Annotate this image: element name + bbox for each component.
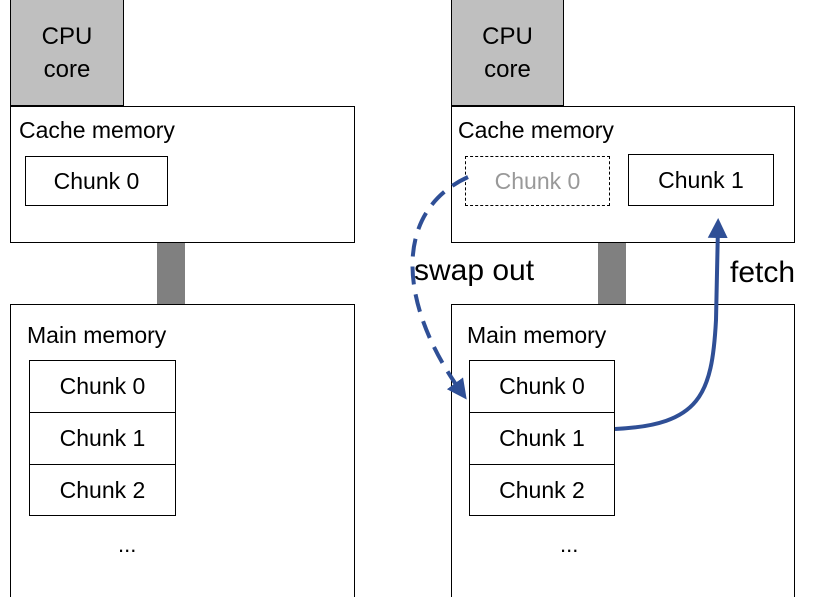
fetch-label: fetch xyxy=(730,256,796,289)
left-main-label: Main memory xyxy=(27,322,167,348)
left-main-chunk-2: Chunk 2 xyxy=(29,464,176,516)
right-cpu-label-line2: core xyxy=(484,55,531,83)
right-memory-bus xyxy=(598,243,626,304)
right-cpu-core: CPU core xyxy=(451,0,564,106)
right-main-chunk-2: Chunk 2 xyxy=(469,464,615,516)
left-cpu-label-line2: core xyxy=(43,55,91,83)
fetch-arrow xyxy=(614,218,728,431)
right-cache-chunk-evicted: Chunk 0 xyxy=(465,156,610,206)
left-memory-bus xyxy=(157,243,185,304)
right-cpu-label-line1: CPU xyxy=(482,22,533,50)
left-main-chunk-1: Chunk 1 xyxy=(29,412,176,465)
left-cpu-core: CPU core xyxy=(10,0,124,106)
right-cache-label: Cache memory xyxy=(458,117,614,143)
left-cache-memory xyxy=(10,106,355,243)
left-more-chunks-ellipsis: ... xyxy=(118,532,137,557)
right-main-chunk-0: Chunk 0 xyxy=(469,360,615,413)
right-main-chunk-1: Chunk 1 xyxy=(469,412,615,465)
right-cache-chunk-loaded: Chunk 1 xyxy=(628,154,774,206)
left-cpu-label-line1: CPU xyxy=(41,22,93,50)
left-cache-chunk-0: Chunk 0 xyxy=(25,156,168,206)
swap-out-arrow xyxy=(410,175,469,400)
swap-out-label: swap out xyxy=(414,254,535,287)
right-more-chunks-ellipsis: ... xyxy=(560,532,579,557)
right-main-label: Main memory xyxy=(467,322,607,348)
left-cache-label: Cache memory xyxy=(19,117,175,143)
left-main-chunk-0: Chunk 0 xyxy=(29,360,176,413)
